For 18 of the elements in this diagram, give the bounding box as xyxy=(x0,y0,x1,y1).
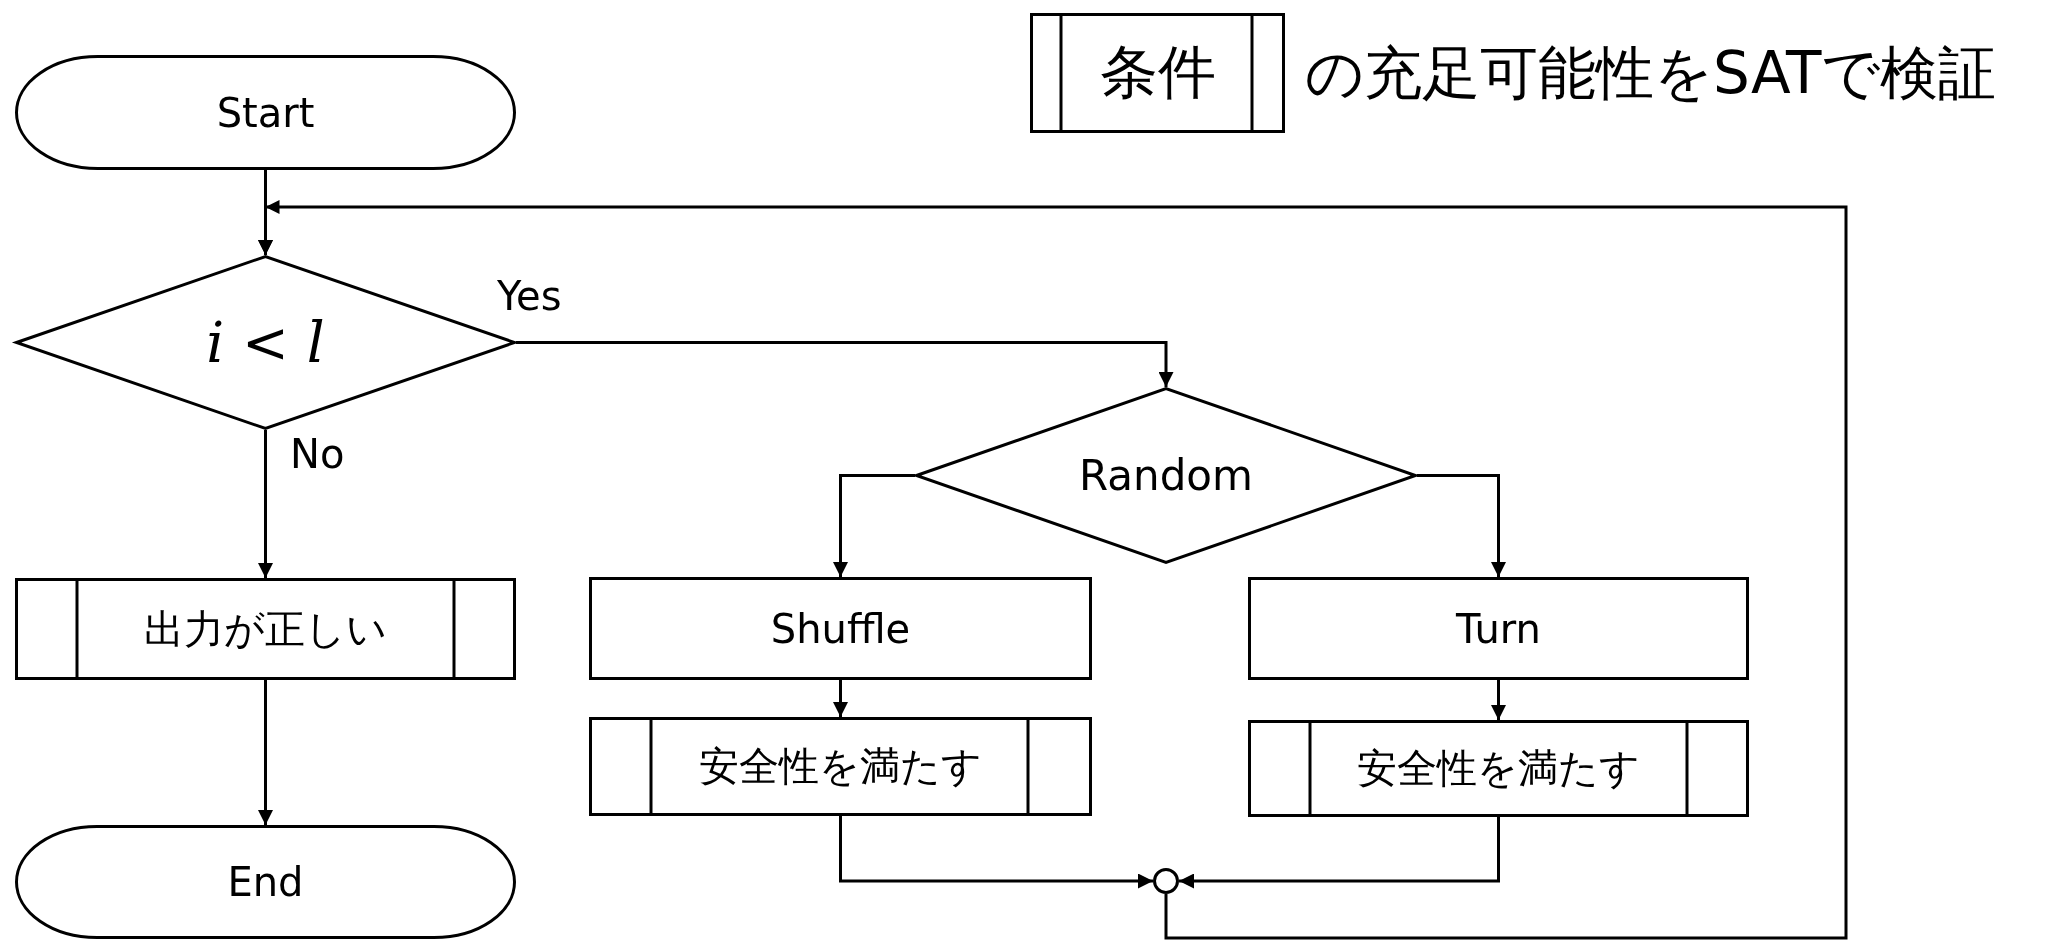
subprocess-box: 安全性を満たす xyxy=(1248,720,1749,817)
arrow xyxy=(258,680,273,825)
arrow xyxy=(258,430,273,578)
arrow xyxy=(833,474,915,577)
connector-circle xyxy=(1153,868,1179,894)
subprocess-box: 安全性を満たす xyxy=(589,717,1092,816)
subprocess-box: 条件 xyxy=(1030,13,1285,133)
process-box: Shuffle xyxy=(589,577,1092,680)
arrow xyxy=(839,816,1153,889)
caption-text: の充足可能性をSATで検証 xyxy=(1305,38,1997,109)
process-box: Turn xyxy=(1248,577,1749,680)
arrow xyxy=(1179,817,1500,889)
subprocess-box: 出力が正しい xyxy=(15,578,516,680)
arrow xyxy=(258,200,1848,940)
arrow xyxy=(1491,680,1506,720)
arrow xyxy=(1417,474,1506,577)
arrow xyxy=(833,680,848,717)
arrow xyxy=(516,341,1174,387)
